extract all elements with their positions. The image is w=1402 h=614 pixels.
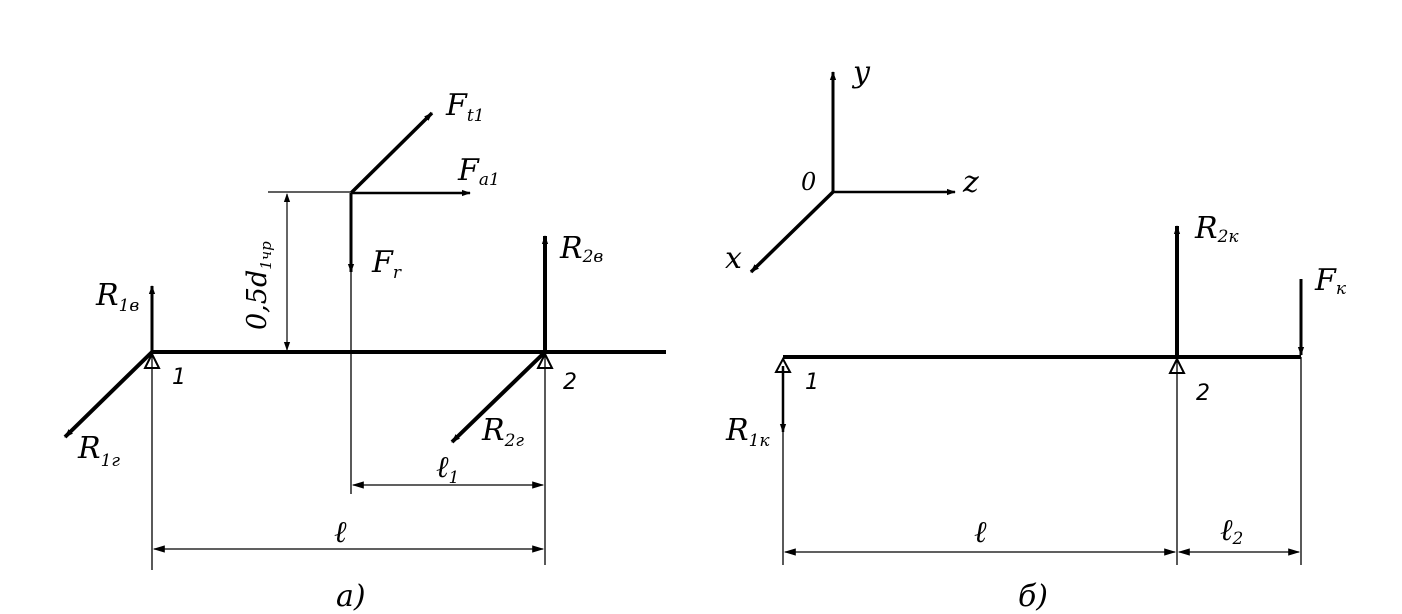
caption-b: б): [1018, 579, 1048, 614]
axis-x: [749, 190, 835, 274]
force-r2v-label: R2в: [559, 231, 603, 267]
axis-x-label: x: [725, 241, 742, 276]
force-r2g-arrow: [450, 350, 547, 444]
support-2-b-label: 2: [1196, 381, 1210, 406]
support-2-b: [1168, 356, 1186, 565]
support-1-a: [143, 351, 161, 570]
l2-dim-label: ℓ2: [1220, 513, 1243, 549]
support-1-a-label: 1: [172, 365, 186, 390]
coordinate-axes: y z x 0: [725, 55, 979, 276]
force-r1g-label: R1г: [77, 431, 120, 471]
axis-z-label: z: [962, 165, 979, 200]
force-r2g-label: R2г: [481, 413, 524, 451]
force-fk-label: Fк: [1314, 263, 1347, 299]
l1-dim-label: ℓ1: [436, 450, 459, 488]
diagram-a: R1в R1г 1 R2в R2г 2 Fr Fa1: [63, 88, 666, 614]
diagram-b: y z x 0 R1к 1 R2к 2: [725, 55, 1347, 614]
force-fr-label: Fr: [371, 245, 402, 283]
l-dim-label-a: ℓ: [334, 515, 347, 550]
force-ft-arrow: [349, 111, 434, 195]
force-r2k-label: R2к: [1194, 211, 1239, 247]
force-r1v-label: R1в: [95, 278, 139, 316]
support-2-a: [536, 351, 554, 565]
d-dim-label: 0,5d1чр: [242, 241, 275, 330]
l-dim-label-b: ℓ: [974, 515, 987, 550]
caption-a: а): [336, 579, 366, 614]
support-1-b-label: 1: [805, 370, 819, 395]
support-2-a-label: 2: [563, 370, 577, 395]
axis-y-label: y: [851, 55, 871, 90]
force-r1g-arrow: [63, 350, 154, 439]
force-fa-label: Fa1: [457, 153, 500, 190]
force-r1k-label: R1к: [725, 413, 770, 451]
force-ft-label: Ft1: [445, 88, 484, 126]
axis-origin-label: 0: [801, 168, 816, 196]
